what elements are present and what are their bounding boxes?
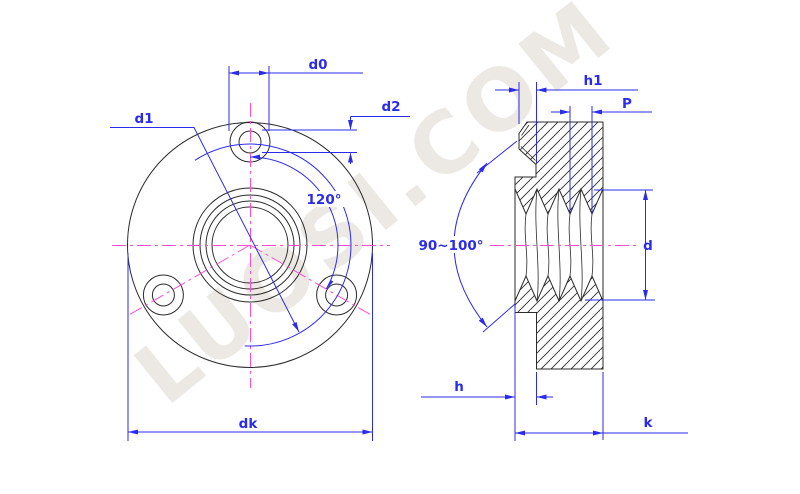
side-view-dimensions	[421, 82, 688, 441]
dim-label-d2: d2	[381, 99, 400, 115]
dim-label-k: k	[644, 415, 654, 431]
front-view-labels: d0 d1 d2 120° dk	[134, 57, 400, 432]
dim-label-d1: d1	[134, 111, 153, 127]
dim-label-angle-120: 120°	[307, 192, 342, 208]
dim-label-p: P	[622, 96, 632, 112]
dim-label-dk: dk	[239, 416, 259, 432]
side-view-section: h1 P 90~100° d h k	[418, 73, 688, 441]
bolt-circle-arc	[194, 143, 352, 347]
dim-label-d: d	[643, 238, 653, 254]
nut-section-outline	[514, 121, 604, 370]
front-view: d0 d1 d2 120° dk	[110, 57, 410, 441]
dim-label-h: h	[454, 379, 464, 395]
front-view-dimensions	[110, 66, 410, 441]
side-view-labels: h1 P 90~100° d h k	[418, 73, 653, 431]
dim-label-angle-90-100: 90~100°	[418, 238, 483, 254]
internal-thread-profile	[514, 187, 604, 303]
dim-label-h1: h1	[583, 73, 602, 89]
front-centerlines	[112, 103, 390, 388]
dim-label-d0: d0	[308, 57, 327, 73]
